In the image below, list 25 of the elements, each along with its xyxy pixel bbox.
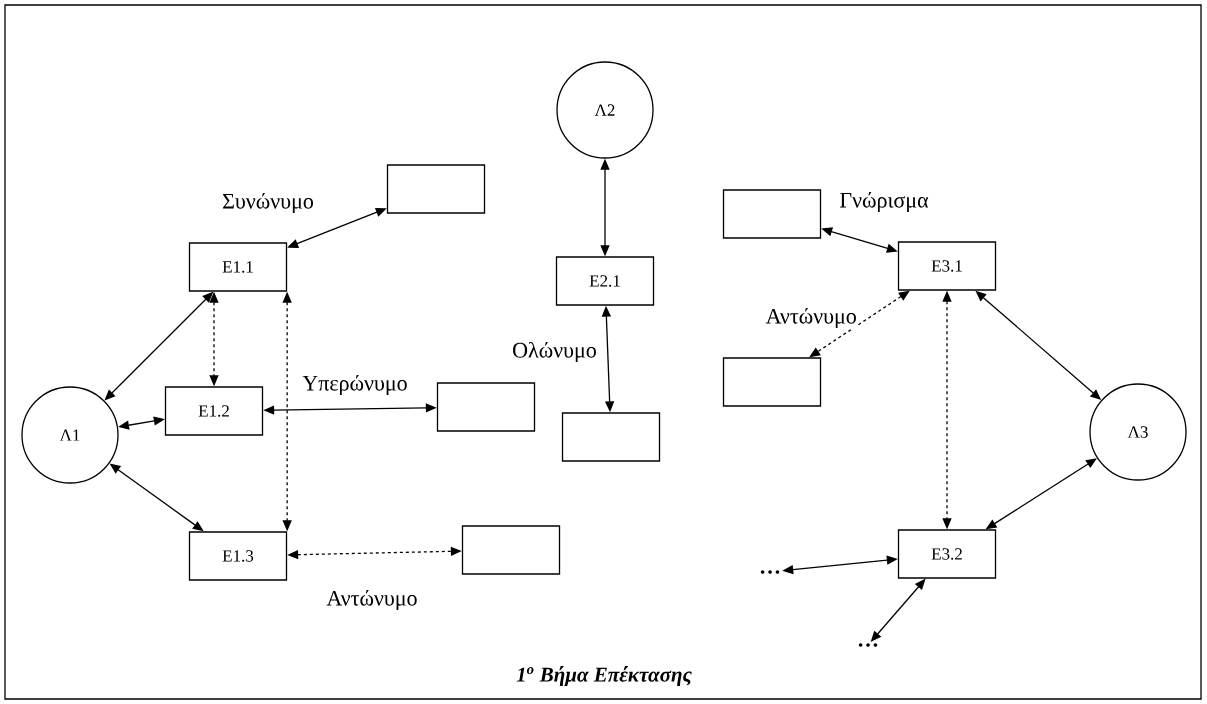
box [386, 164, 486, 214]
box [722, 189, 822, 239]
ellipsis-text: … [760, 570, 780, 574]
ellipsis-text: … [858, 643, 878, 647]
box: E1.2 [164, 386, 264, 436]
box [561, 412, 661, 462]
box: E2.1 [555, 256, 655, 306]
arrow [809, 290, 910, 358]
edge-label: Αντώνυμο [764, 306, 858, 330]
box [722, 357, 822, 407]
circle-node: Λ2 [556, 61, 654, 159]
box [436, 382, 536, 432]
edge-label: Συνώνυμο [221, 191, 315, 215]
edge-label: Αντώνυμο [325, 588, 419, 612]
circle-node: Λ3 [1089, 383, 1187, 481]
edge-label: Γνώρισμα [838, 190, 930, 214]
box: E1.3 [188, 531, 288, 581]
box [461, 525, 561, 575]
box: E1.1 [188, 242, 288, 292]
box: E3.1 [897, 241, 997, 291]
box: E3.2 [897, 529, 997, 579]
edge-label: Ολώνυμο [511, 340, 598, 364]
edge-label: Υπερώνυμο [301, 373, 409, 397]
circle-node: Λ1 [21, 386, 119, 484]
caption: 1$^{o}$ Βήμα Επέκτασης [516, 666, 692, 686]
